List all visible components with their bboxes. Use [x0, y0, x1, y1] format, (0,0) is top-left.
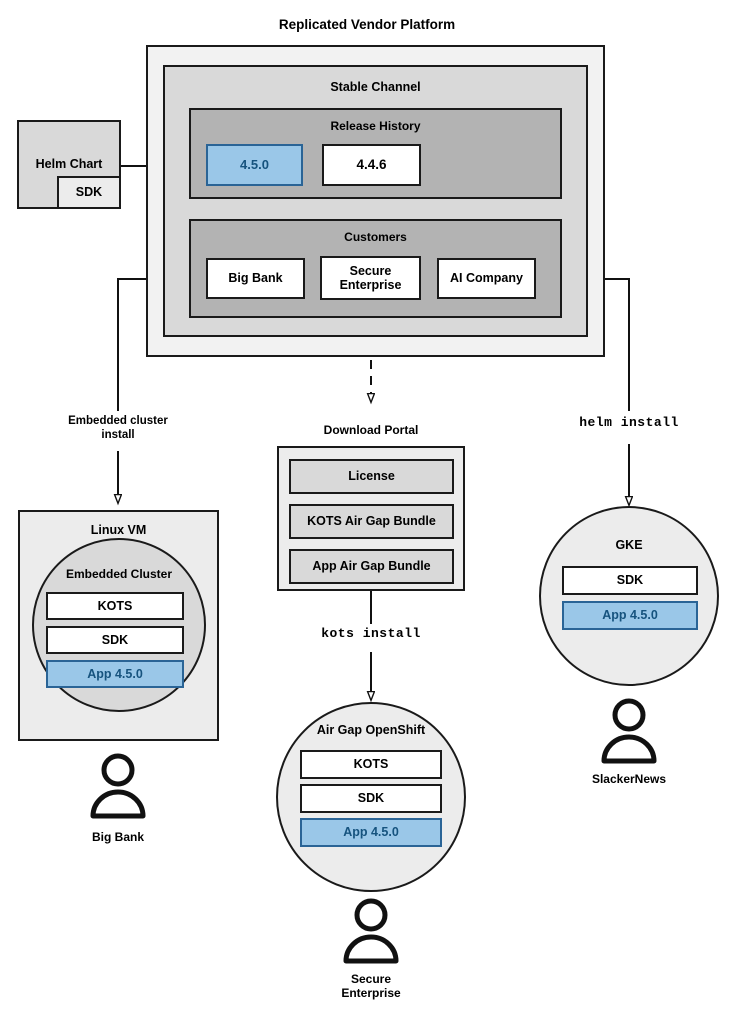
- linux-vm-component-app[interactable]: App 4.5.0: [46, 660, 184, 688]
- openshift-component-app[interactable]: App 4.5.0: [300, 818, 442, 847]
- release-card-4-4-6[interactable]: 4.4.6: [322, 144, 421, 186]
- embedded-cluster-label: Embedded Cluster: [65, 567, 173, 581]
- customer-card-secure-enterprise[interactable]: Secure Enterprise: [320, 256, 421, 300]
- download-artifact-app-air-gap-bundle[interactable]: App Air Gap Bundle: [289, 549, 454, 584]
- air-gap-openshift-label: Air Gap OpenShift: [316, 723, 426, 737]
- openshift-component-kots[interactable]: KOTS: [300, 750, 442, 779]
- persona-label-big-bank: Big Bank: [91, 830, 144, 844]
- linux-vm-label: Linux VM: [90, 523, 147, 537]
- download-artifact-kots-air-gap-bundle[interactable]: KOTS Air Gap Bundle: [289, 504, 454, 539]
- customer-card-ai-company[interactable]: AI Company: [437, 258, 536, 299]
- gke-component-app[interactable]: App 4.5.0: [562, 601, 698, 630]
- release-history-label: Release History: [330, 119, 421, 133]
- edge-label-kots-install: kots install: [321, 626, 421, 641]
- gke-circle: [539, 506, 719, 686]
- customers-label: Customers: [344, 230, 407, 244]
- persona-label-secure-enterprise: Secure Enterprise: [341, 972, 401, 1001]
- download-portal-label: Download Portal: [323, 423, 419, 437]
- persona-icon-big-bank: [90, 753, 146, 819]
- diagram-title: Replicated Vendor Platform: [278, 17, 456, 32]
- gke-label: GKE: [615, 538, 643, 552]
- persona-label-slackernews: SlackerNews: [591, 772, 667, 786]
- edge-label-helm-install: helm install: [579, 415, 679, 430]
- helm-chart-sdk-box[interactable]: SDK: [57, 176, 121, 209]
- linux-vm-component-sdk[interactable]: SDK: [46, 626, 184, 654]
- openshift-component-sdk[interactable]: SDK: [300, 784, 442, 813]
- linux-vm-component-kots[interactable]: KOTS: [46, 592, 184, 620]
- persona-icon-slackernews: [601, 698, 657, 764]
- gke-component-sdk[interactable]: SDK: [562, 566, 698, 595]
- release-card-4-5-0[interactable]: 4.5.0: [206, 144, 303, 186]
- download-artifact-license[interactable]: License: [289, 459, 454, 494]
- customer-card-big-bank[interactable]: Big Bank: [206, 258, 305, 299]
- edge-label-embedded-cluster-install: Embedded cluster install: [68, 415, 168, 441]
- persona-icon-secure-enterprise: [343, 898, 399, 964]
- stable-channel-label: Stable Channel: [330, 80, 421, 94]
